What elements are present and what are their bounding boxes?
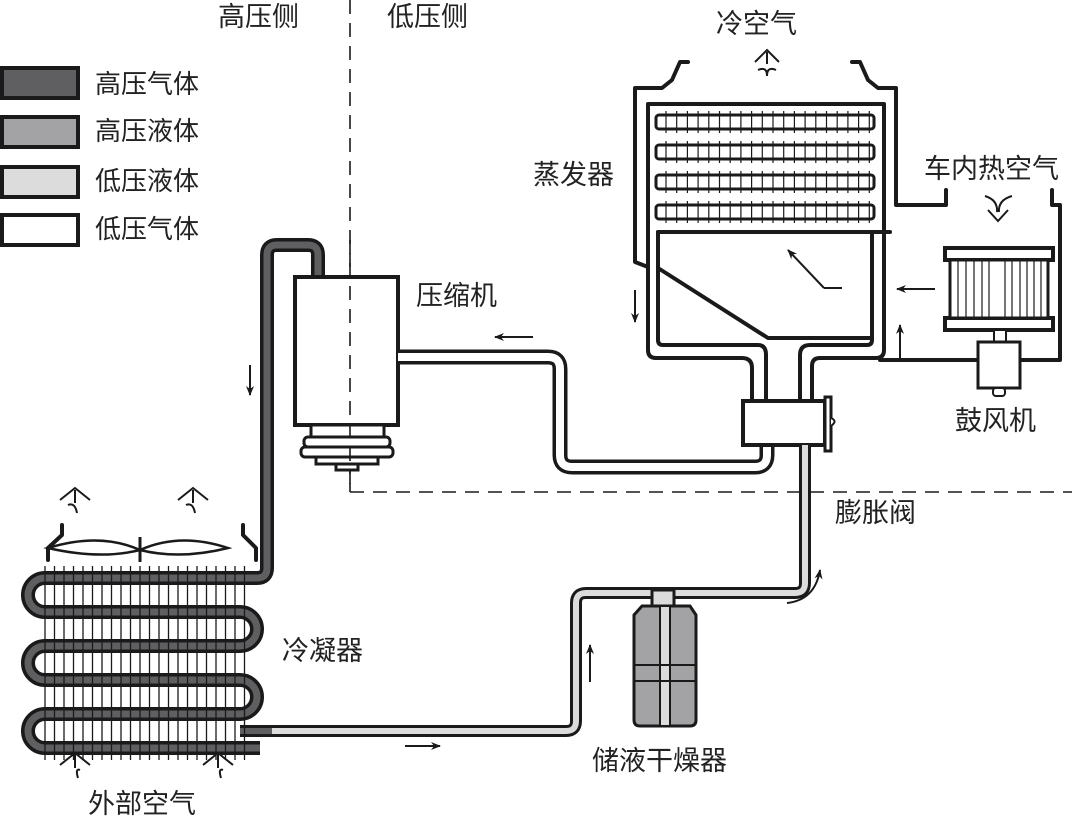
high-pressure-side-label: 高压侧 — [218, 2, 299, 33]
blower — [943, 246, 1055, 397]
expansion-valve — [741, 395, 836, 453]
legend-swatch — [0, 165, 80, 199]
condenser-label: 冷凝器 — [282, 636, 363, 667]
exhaust-air-arrow-icons — [59, 486, 209, 514]
blower-label: 鼓风机 — [955, 406, 1036, 437]
evaporator-tubes — [654, 111, 876, 223]
legend-item-high-pressure-liquid: 高压液体 — [0, 115, 199, 149]
high-pressure-liquid-line — [240, 445, 811, 737]
legend-swatch — [0, 115, 80, 149]
condenser-fan — [43, 523, 258, 562]
intake-air-arrow-icons — [59, 751, 234, 779]
high-pressure-gas-line — [240, 238, 325, 585]
low-pressure-gas-line — [398, 349, 775, 475]
legend-swatch — [0, 66, 80, 100]
evaporator-label: 蒸发器 — [533, 160, 614, 191]
legend-label: 高压液体 — [95, 117, 199, 147]
air-up-arrow-icon — [177, 486, 209, 514]
cabin-air-arrow-icon — [984, 195, 1013, 223]
air-up-arrow-icon — [59, 751, 91, 779]
legend-label: 低压液体 — [95, 167, 199, 197]
condenser-fins — [44, 566, 246, 760]
airflow-arrow-internal — [787, 249, 825, 289]
low-pressure-side-label: 低压侧 — [387, 2, 468, 33]
evaporator-tube — [654, 113, 876, 131]
condenser — [21, 566, 264, 760]
evaporator-tube — [654, 143, 876, 161]
legend-label: 低压气体 — [95, 215, 199, 245]
legend-item-low-pressure-gas: 低压气体 — [0, 213, 199, 247]
evaporator-tube — [654, 173, 876, 191]
legend-swatch — [0, 213, 80, 247]
expansion-valve-label: 膨胀阀 — [835, 498, 916, 529]
legend: 高压气体 高压液体 低压液体 低压气体 — [0, 66, 199, 247]
receiver-drier-label: 储液干燥器 — [592, 746, 727, 777]
compressor-label: 压缩机 — [416, 281, 497, 312]
legend-label: 高压气体 — [95, 70, 199, 100]
cold-air-arrow-icon — [754, 48, 780, 77]
cold-air-label: 冷空气 — [716, 9, 797, 40]
air-up-arrow-icon — [202, 751, 234, 779]
evaporator — [646, 102, 892, 402]
legend-item-low-pressure-liquid: 低压液体 — [0, 165, 199, 199]
flow-arrow-curve — [786, 569, 823, 604]
compressor — [293, 275, 400, 472]
evaporator-tube — [654, 203, 876, 221]
blower-wheel — [948, 258, 1050, 320]
receiver-drier — [632, 588, 698, 728]
outside-air-label: 外部空气 — [88, 789, 196, 820]
legend-item-high-pressure-gas: 高压气体 — [0, 66, 199, 100]
cabin-hot-air-label: 车内热空气 — [924, 154, 1059, 185]
air-up-arrow-icon — [59, 486, 91, 514]
